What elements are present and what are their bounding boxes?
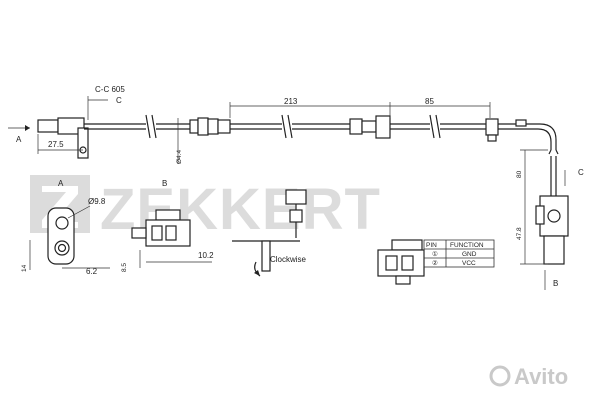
elbow-clip [515,119,527,127]
b-pin-2 [165,225,177,241]
flange-top-hole [55,216,69,230]
mounting-flange [77,127,89,159]
view-markers: C-C 605 C A C B [8,85,584,290]
sensor-tip-mid [289,209,303,223]
pinout-pin-1 [385,255,398,271]
dim-10-2-label: 10.2 [198,251,214,260]
grommet-4 [217,119,231,134]
break-mark-4 [548,149,559,155]
section-c-marker: C [116,96,122,105]
sensor-cable-assembly [37,114,569,265]
break-mark-3 [429,114,441,139]
pin-table-row-2-function: VCC [462,260,476,267]
flange-bottom-boss [54,240,70,256]
pin-table-row-1-pin: ① [432,250,438,258]
dim-27-5-label: 27.5 [48,140,64,149]
grommet-3 [207,118,219,135]
dim-6-2-label: 6.2 [86,267,98,276]
cable-elbow-inner [498,128,552,150]
sensor-head [37,119,59,133]
grommet-1 [189,119,199,134]
connector-body [543,235,565,265]
dim-14-label: 14 [21,264,28,272]
b-connector-top [155,209,181,221]
dim-213-label: 213 [284,97,298,106]
section-ref-label: C-C 605 [95,85,125,94]
dimension-lines: 213 85 27.5 Ø4.4 80 47.8 [37,97,548,265]
pinout-pin-2 [401,255,414,271]
pinout-connector-body [377,249,425,277]
view-b-right-label: B [553,279,558,288]
detail-view-b: B 8.5 10.2 [121,179,214,272]
dim-dia9-8-label: Ø9.8 [88,197,106,206]
sensor-tip-top [285,189,307,205]
flange-outline [47,207,75,265]
dim-dia4-4-label: Ø4.4 [176,150,183,164]
dim-47-8-label: 47.8 [516,227,523,240]
rotation-arrowhead [254,270,260,276]
break-mark-1 [145,114,157,139]
cable-clip-b [361,120,377,133]
connector-latch [535,205,545,225]
cable-clip-a [349,118,363,135]
pinout-connector-top [391,239,423,251]
b-pin-1 [151,225,163,241]
dim-85-label: 85 [425,97,434,106]
connector-housing [539,195,569,237]
grommet-2 [197,117,209,136]
pinout-detail: PIN FUNCTION ① GND ② VCC [377,239,495,285]
pinout-connector-foot [395,275,411,285]
rotation-label: Clockwise [270,255,307,264]
view-a-arrowhead [25,125,30,131]
bracket-clip [485,118,499,136]
view-a-left-label: A [16,135,22,144]
tone-ring-tooth [261,240,271,272]
b-latch [131,227,147,239]
dim-8-5-label: 8.5 [121,263,128,272]
dim-80-label: 80 [516,170,523,178]
flange-bottom-hole [57,243,67,253]
cable-elbow-outer [498,123,557,150]
detail-a-label: A [58,179,64,188]
watermark: Avito [489,364,568,389]
connector-port [547,209,561,223]
brand-logo: ZEKKERT [30,175,380,242]
cable-clip-c [375,115,391,139]
detail-b-label: B [162,179,167,188]
pin-table-row-2-pin: ② [432,259,438,267]
pin-table-header-function: FUNCTION [450,242,484,249]
detail-view-a: A Ø9.8 14 6.2 [21,179,110,276]
pin-table-header-pin: PIN [426,242,437,249]
bracket-clip-foot [487,134,497,142]
rotation-detail: Clockwise [232,189,307,277]
view-c-right-label: C [578,168,584,177]
pin-table-row-1-function: GND [462,251,477,258]
b-connector-body [145,219,191,247]
watermark-text: Avito [514,364,568,389]
pin-table [423,239,495,268]
dim-dia9-8-leader [67,205,91,219]
watermark-logo-icon [489,365,511,387]
break-mark-2 [281,114,293,139]
